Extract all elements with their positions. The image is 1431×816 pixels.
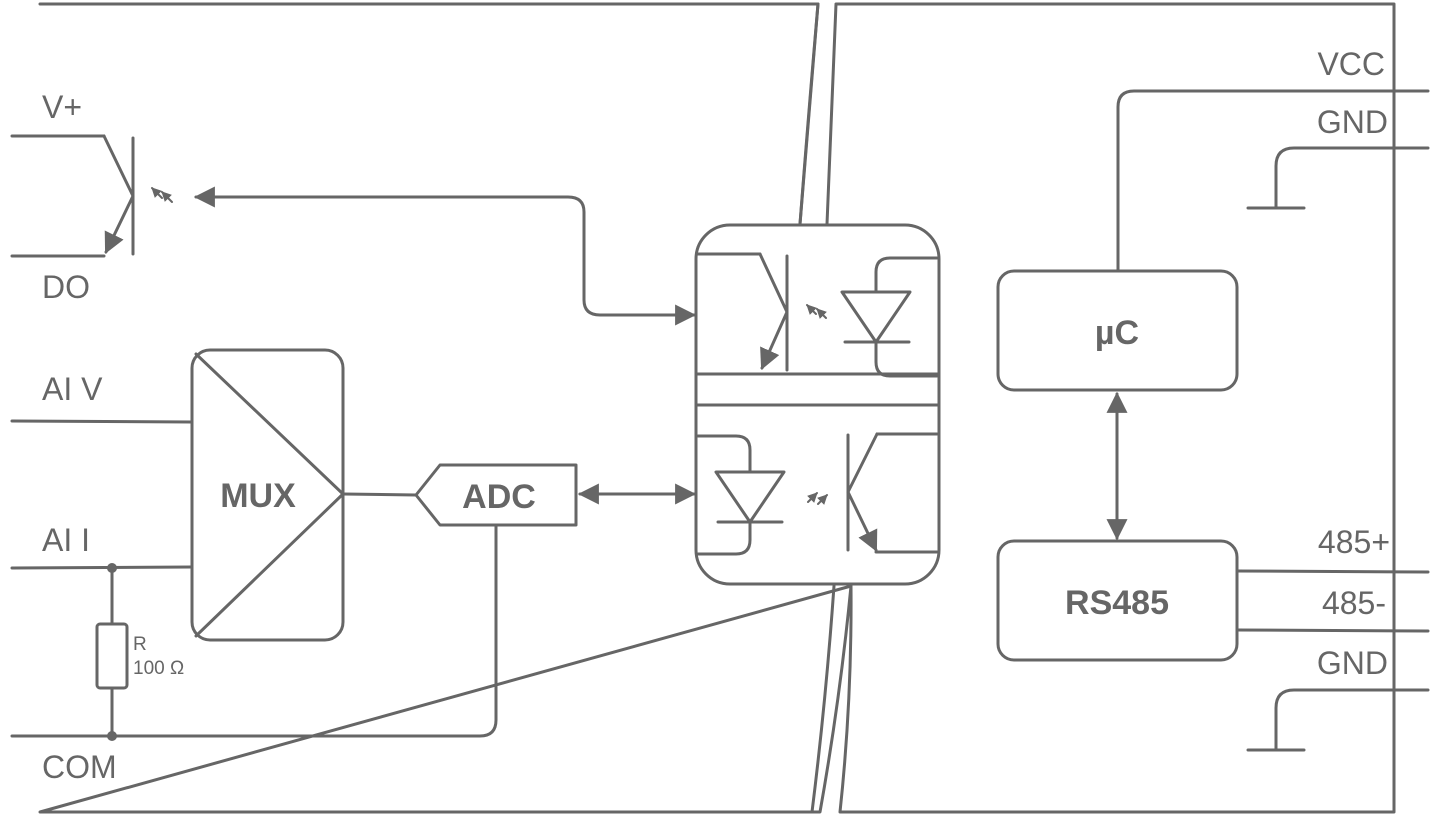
mux-to-adc-wire xyxy=(341,492,418,497)
left-housing-inner-edge xyxy=(798,2,836,814)
left-housing-outline xyxy=(38,2,853,814)
rs485-block xyxy=(996,539,1239,662)
right-housing-outline xyxy=(825,2,1396,814)
com-label: COM xyxy=(42,749,117,785)
ai-i-label: AI I xyxy=(42,522,90,558)
ai-v-label: AI V xyxy=(42,371,103,407)
gnd-top-label: GND xyxy=(1317,104,1388,140)
n485-label: 485- xyxy=(1322,585,1386,621)
n485-wire xyxy=(1235,628,1430,633)
shunt-resistor xyxy=(95,563,129,741)
gnd-bottom-label: GND xyxy=(1317,645,1388,681)
ai-v-wire xyxy=(10,419,194,424)
microcontroller-block xyxy=(996,269,1239,392)
optocoupler-block xyxy=(694,223,941,586)
p485-wire xyxy=(1235,569,1430,574)
com-wire xyxy=(10,523,498,738)
gnd-top-wire xyxy=(1274,146,1430,210)
p485-label: 485+ xyxy=(1318,524,1390,560)
gnd-bottom-wire xyxy=(1274,688,1430,752)
uc-label: µC xyxy=(1095,314,1139,352)
adc-block xyxy=(414,463,578,527)
resistor-name: R xyxy=(133,634,147,655)
do-label: DO xyxy=(42,269,90,305)
v-plus-label: V+ xyxy=(42,89,82,125)
vcc-wire xyxy=(1116,89,1430,272)
rs485-label: RS485 xyxy=(1065,584,1169,622)
ai-i-wire xyxy=(10,565,194,570)
do-output-transistor xyxy=(10,134,173,258)
resistor-value: 100 Ω xyxy=(133,658,184,679)
adc-label: ADC xyxy=(462,478,536,516)
do-link-arrow xyxy=(193,186,697,326)
mux-label: MUX xyxy=(220,477,296,515)
vcc-label: VCC xyxy=(1317,46,1385,82)
